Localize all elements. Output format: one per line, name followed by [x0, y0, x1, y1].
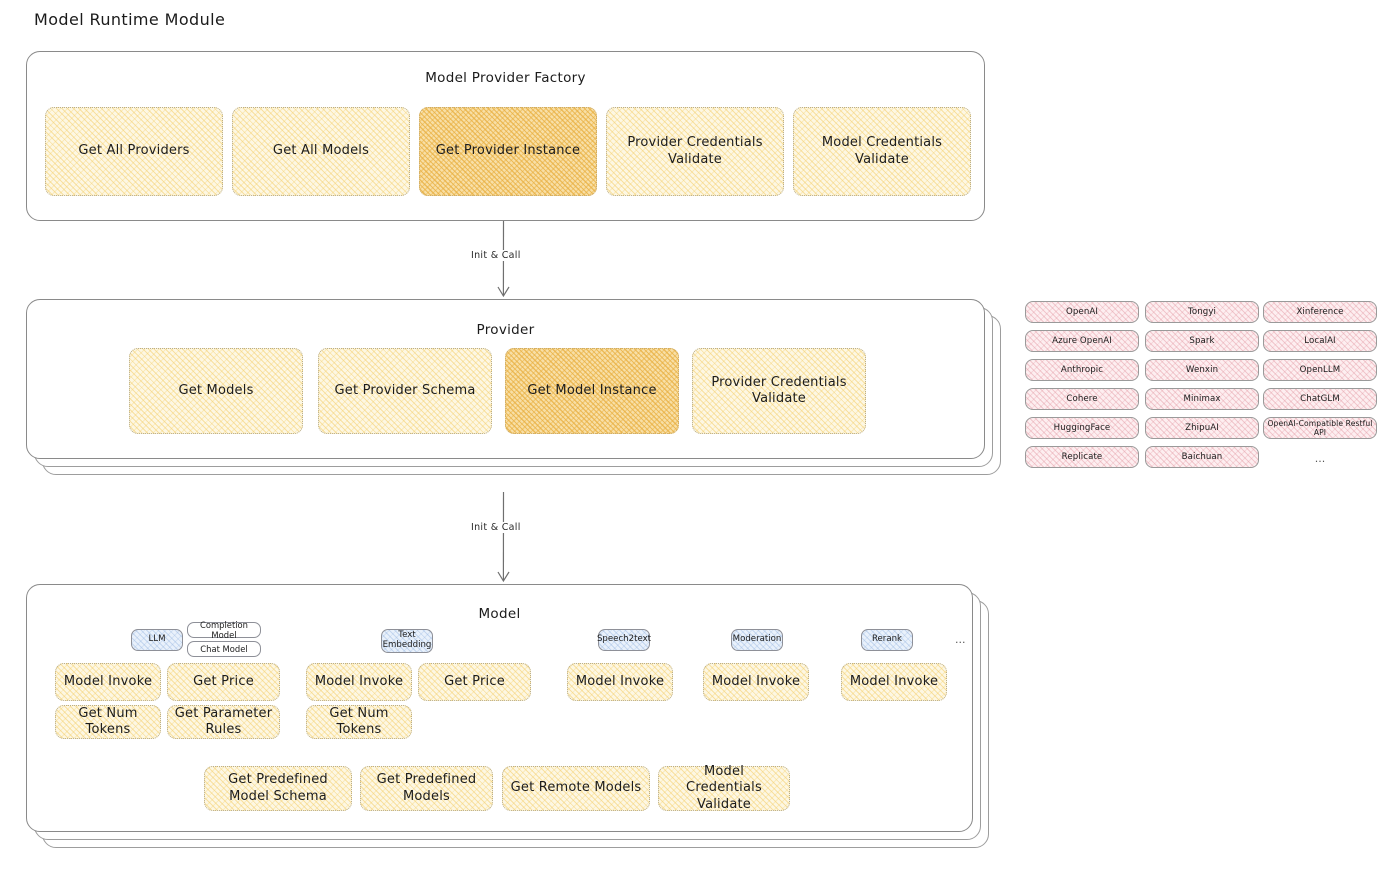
factory-box-get-all-models[interactable]: Get All Models	[232, 107, 410, 196]
model-type-chip-speech2text[interactable]: Speech2text	[597, 629, 651, 651]
arrow-factory-to-provider: Init & Call	[468, 220, 540, 299]
model-shared-method-get-remote-models[interactable]: Get Remote Models	[502, 766, 650, 811]
model-method-llm-model-invoke[interactable]: Model Invoke	[55, 663, 161, 701]
provider-chip-openai[interactable]: OpenAI	[1025, 301, 1139, 323]
arrow-label-init-and-call: Init & Call	[468, 250, 524, 261]
model-method-moderation-model-invoke[interactable]: Model Invoke	[703, 663, 809, 701]
provider-chip-wenxin[interactable]: Wenxin	[1145, 359, 1259, 381]
model-provider-factory-panel: Model Provider Factory Get All Providers…	[26, 51, 985, 221]
model-provider-factory-title: Model Provider Factory	[425, 70, 586, 86]
arrow-line-icon	[497, 491, 510, 583]
model-type-chip-text-embedding[interactable]: Text Embedding	[381, 629, 433, 653]
provider-list-more: ...	[1314, 452, 1326, 465]
provider-chip-spark[interactable]: Spark	[1145, 330, 1259, 352]
model-type-chip-moderation[interactable]: Moderation	[731, 629, 783, 651]
provider-panel-title: Provider	[476, 322, 535, 338]
model-method-speech2text-model-invoke[interactable]: Model Invoke	[567, 663, 673, 701]
model-method-llm-get-num-tokens[interactable]: Get Num Tokens	[55, 705, 161, 739]
model-type-chip-llm[interactable]: LLM	[131, 629, 183, 651]
provider-chip-zhipuai[interactable]: ZhipuAI	[1145, 417, 1259, 439]
provider-chip-xinference[interactable]: Xinference	[1263, 301, 1377, 323]
provider-chip-minimax[interactable]: Minimax	[1145, 388, 1259, 410]
model-subtype-chip-completion-model[interactable]: Completion Model	[187, 620, 261, 640]
provider-chip-anthropic[interactable]: Anthropic	[1025, 359, 1139, 381]
provider-chip-huggingface[interactable]: HuggingFace	[1025, 417, 1139, 439]
provider-chip-chatglm[interactable]: ChatGLM	[1263, 388, 1377, 410]
factory-box-get-all-providers[interactable]: Get All Providers	[45, 107, 223, 196]
provider-box-get-models[interactable]: Get Models	[129, 348, 303, 434]
model-method-text-embedding-get-price[interactable]: Get Price	[418, 663, 531, 701]
provider-chip-tongyi[interactable]: Tongyi	[1145, 301, 1259, 323]
model-method-rerank-model-invoke[interactable]: Model Invoke	[841, 663, 947, 701]
factory-box-model-credentials-validate[interactable]: Model Credentials Validate	[793, 107, 971, 196]
model-panel-title: Model	[478, 606, 521, 622]
provider-chip-openllm[interactable]: OpenLLM	[1263, 359, 1377, 381]
provider-chip-localai[interactable]: LocalAI	[1263, 330, 1377, 352]
model-shared-method-model-credentials-validate[interactable]: Model Credentials Validate	[658, 764, 790, 812]
provider-chip-replicate[interactable]: Replicate	[1025, 446, 1139, 468]
provider-chip-baichuan[interactable]: Baichuan	[1145, 446, 1259, 468]
provider-chip-cohere[interactable]: Cohere	[1025, 388, 1139, 410]
model-method-llm-get-parameter-rules[interactable]: Get Parameter Rules	[167, 705, 280, 739]
provider-panel: Provider Get Models Get Provider Schema …	[26, 299, 985, 459]
provider-box-get-provider-schema[interactable]: Get Provider Schema	[318, 348, 492, 434]
factory-box-get-provider-instance[interactable]: Get Provider Instance	[419, 107, 597, 196]
model-panel: Model LLM Completion Model Chat Model Mo…	[26, 584, 973, 832]
arrow-provider-to-model: Init & Call	[468, 491, 540, 584]
model-types-more: ...	[955, 633, 966, 646]
model-shared-method-get-predefined-models[interactable]: Get Predefined Models	[360, 766, 493, 811]
provider-box-provider-credentials-validate[interactable]: Provider Credentials Validate	[692, 348, 866, 434]
model-method-text-embedding-get-num-tokens[interactable]: Get Num Tokens	[306, 705, 412, 739]
provider-box-get-model-instance[interactable]: Get Model Instance	[505, 348, 679, 434]
model-method-llm-get-price[interactable]: Get Price	[167, 663, 280, 701]
model-type-chip-rerank[interactable]: Rerank	[861, 629, 913, 651]
model-subtype-chip-chat-model[interactable]: Chat Model	[187, 641, 261, 657]
arrow-label-init-and-call: Init & Call	[468, 522, 524, 533]
model-shared-method-get-predefined-model-schema[interactable]: Get Predefined Model Schema	[204, 766, 352, 811]
model-method-text-embedding-model-invoke[interactable]: Model Invoke	[306, 663, 412, 701]
factory-box-provider-credentials-validate[interactable]: Provider Credentials Validate	[606, 107, 784, 196]
provider-chip-azure-openai[interactable]: Azure OpenAI	[1025, 330, 1139, 352]
page-title: Model Runtime Module	[34, 10, 226, 29]
provider-chip-openai-compatible-restful-api[interactable]: OpenAI-Compatible Restful API	[1263, 417, 1377, 439]
